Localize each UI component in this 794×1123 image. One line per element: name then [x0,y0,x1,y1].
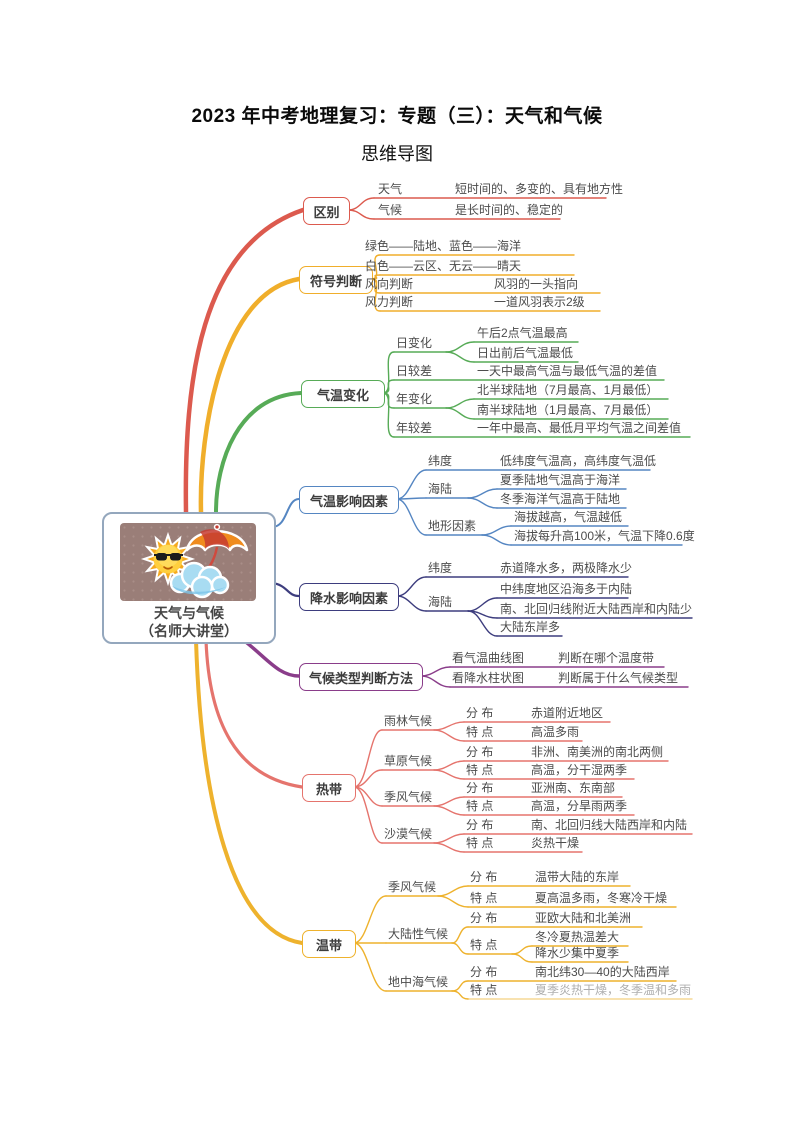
feat-label: 特 点 [466,725,494,739]
sub-label: 日变化 [396,336,433,350]
leaf-text: 冬季海洋气温高于陆地 [500,492,621,506]
leaf-text: 海拔每升高100米，气温下降0.6度 [514,529,695,543]
leaf-text: 一天中最高气温与最低气温的差值 [477,364,658,378]
sub-label: 年变化 [396,392,433,406]
climate-name: 沙漠气候 [384,827,433,841]
leaf-text: 冬冷夏热温差大 [535,930,620,944]
sub-label: 天气 [378,182,403,196]
feat-label: 特 点 [466,836,494,850]
sub-label: 看降水柱状图 [452,671,525,685]
feat-label: 特 点 [470,938,498,952]
branch-difference: 区别 [303,197,350,225]
leaf-text: 绿色——陆地、蓝色——海洋 [365,239,522,253]
leaf-text: 南、北回归线附近大陆西岸和内陆少 [500,602,693,616]
sub-label: 年较差 [396,421,433,435]
leaf-text: 炎热干燥 [531,836,580,850]
leaf-text: 高温，分干湿两季 [531,763,628,777]
sub-label: 纬度 [428,454,453,468]
central-topic-subtitle: （名师大讲堂） [140,623,238,639]
central-topic: 天气与气候 （名师大讲堂） [102,512,276,644]
branch-climate-judgment: 气候类型判断方法 [299,663,423,691]
leaf-text: 北半球陆地（7月最高、1月最低） [477,383,659,397]
leaf-text: 降水少集中夏季 [535,946,620,960]
sub-label: 地形因素 [428,519,477,533]
leaf-text: 是长时间的、稳定的 [455,203,564,217]
leaf-text: 中纬度地区沿海多于内陆 [500,582,633,596]
climate-name: 草原气候 [384,754,433,768]
sub-label: 风向判断 [365,277,414,291]
leaf-text: 亚洲南、东南部 [531,781,616,795]
leaf-text: 判断在哪个温度带 [558,651,655,665]
leaf-text: 赤道降水多，两极降水少 [500,561,633,575]
dist-label: 分 布 [466,706,494,720]
leaf-text: 高温，分旱雨两季 [531,799,628,813]
leaf-text: 南北纬30—40的大陆西岸 [535,965,670,979]
feat-label: 特 点 [466,799,494,813]
leaf-text: 赤道附近地区 [531,706,604,720]
climate-name: 雨林气候 [384,714,433,728]
dist-label: 分 布 [470,911,498,925]
climate-name: 季风气候 [384,790,433,804]
leaf-text: 判断属于什么气候类型 [558,671,679,685]
leaf-text: 非洲、南美洲的南北两侧 [531,745,664,759]
page-subtitle: 思维导图 [361,144,433,164]
climate-name: 季风气候 [388,880,437,894]
leaf-text: 南半球陆地（1月最高、7月最低） [477,403,659,417]
central-topic-title: 天气与气候 [154,605,224,621]
dist-label: 分 布 [470,965,498,979]
sub-label: 气候 [378,203,403,217]
climate-name: 大陆性气候 [388,927,449,941]
branch-temperate: 温带 [302,930,356,958]
dist-label: 分 布 [470,870,498,884]
leaf-text: 亚欧大陆和北美洲 [535,911,632,925]
leaf-text: 日出前后气温最低 [477,346,574,360]
leaf-text: 一年中最高、最低月平均气温之间差值 [477,421,682,435]
sub-label: 日较差 [396,364,433,378]
leaf-text: 夏高温多雨，冬寒冷干燥 [535,891,668,905]
leaf-text: 一道风羽表示2级 [494,295,585,309]
dist-label: 分 布 [466,745,494,759]
dist-label: 分 布 [466,818,494,832]
leaf-text: 海拔越高，气温越低 [514,510,623,524]
leaf-text: 高温多雨 [531,725,580,739]
dist-label: 分 布 [466,781,494,795]
leaf-text: 风羽的一头指向 [494,277,579,291]
leaf-text: 低纬度气温高，高纬度气温低 [500,454,657,468]
climate-name: 地中海气候 [388,975,449,989]
sun-umbrella-cloud-icon [120,523,256,601]
sub-label: 看气温曲线图 [452,651,525,665]
branch-symbol-judgment: 符号判断 [299,266,373,294]
page-title: 2023 年中考地理复习：专题（三）：天气和气候 [191,106,603,127]
branch-precipitation-factors: 降水影响因素 [299,583,399,611]
leaf-text: 午后2点气温最高 [477,326,568,340]
sub-label: 海陆 [428,482,453,496]
leaf-text: 短时间的、多变的、具有地方性 [455,182,624,196]
leaf-text: 白色——云区、无云——晴天 [365,259,522,273]
leaf-text: 大陆东岸多 [500,620,561,634]
leaf-text: 温带大陆的东岸 [535,870,620,884]
feat-label: 特 点 [470,983,498,997]
leaf-text: 南、北回归线大陆西岸和内陆 [531,818,688,832]
sub-label: 风力判断 [365,295,414,309]
branch-temperature-change: 气温变化 [301,380,385,408]
sub-label: 海陆 [428,595,453,609]
branch-tropical: 热带 [302,774,356,802]
leaf-text: 夏季炎热干燥，冬季温和多雨 [535,983,692,997]
feat-label: 特 点 [470,891,498,905]
branch-temperature-factors: 气温影响因素 [299,486,399,514]
feat-label: 特 点 [466,763,494,777]
weather-illustration [120,523,256,601]
leaf-text: 夏季陆地气温高于海洋 [500,473,621,487]
sub-label: 纬度 [428,561,453,575]
